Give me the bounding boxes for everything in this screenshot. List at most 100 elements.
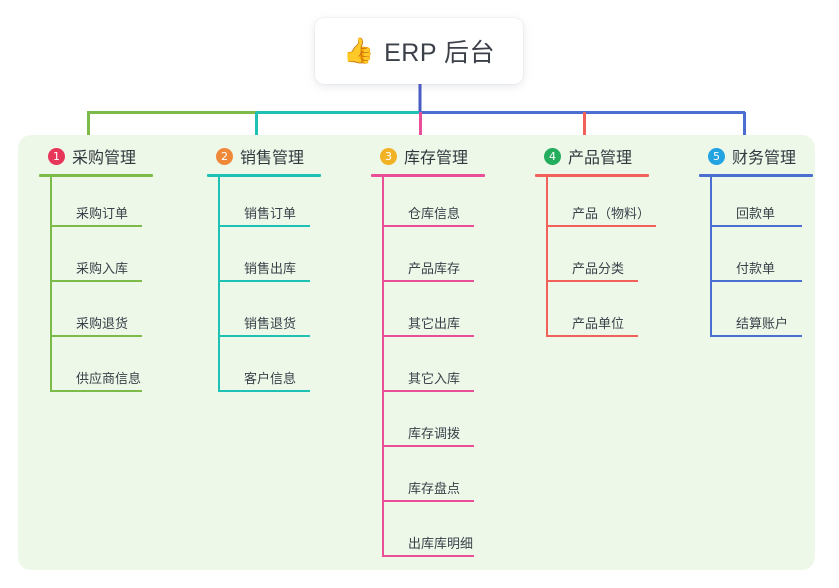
list-item-underline [546,335,638,337]
branch-column-5: 5 财务管理 回款单 付款单 结算账户 [690,143,839,342]
list-item-label: 回款单 [736,206,776,221]
list-item[interactable]: 采购退货 [50,287,190,342]
list-item-label: 销售订单 [244,206,297,221]
list-item-label: 仓库信息 [408,206,461,221]
list-item[interactable]: 采购订单 [50,177,190,232]
branch-header-4[interactable]: 4 产品管理 [526,143,686,169]
list-item-underline [382,445,474,447]
list-item-underline [382,225,474,227]
branch-items-3: 仓库信息 产品库存 其它出库 其它入库 库存调拨 库存盘点 [382,177,522,562]
branch-items-5: 回款单 付款单 结算账户 [710,177,839,342]
branch-badge-1: 1 [48,147,65,165]
list-item[interactable]: 供应商信息 [50,342,190,397]
list-item[interactable]: 付款单 [710,232,839,287]
branch-underline-5 [699,174,813,177]
branch-items-1: 采购订单 采购入库 采购退货 供应商信息 [50,177,190,397]
branch-column-2: 2 销售管理 销售订单 销售出库 销售退货 客户信息 [198,143,358,397]
branch-title-2: 销售管理 [240,150,305,167]
list-item-label: 采购订单 [76,206,129,221]
list-item-underline [710,280,802,282]
branch-column-3: 3 库存管理 仓库信息 产品库存 其它出库 其它入库 库存调拨 [362,143,522,562]
list-item[interactable]: 客户信息 [218,342,358,397]
list-item[interactable]: 产品分类 [546,232,686,287]
list-item-underline [546,280,638,282]
branch-badge-5: 5 [708,147,725,165]
list-item[interactable]: 其它出库 [382,287,522,342]
list-item[interactable]: 结算账户 [710,287,839,342]
list-item-label: 其它出库 [408,316,461,331]
branch-header-2[interactable]: 2 销售管理 [198,143,358,169]
branch-items-2: 销售订单 销售出库 销售退货 客户信息 [218,177,358,397]
list-item-label: 产品（物料） [572,206,651,221]
list-item-underline [382,555,474,557]
list-item-label: 销售出库 [244,261,297,276]
list-item-underline [50,390,142,392]
list-item-underline [50,225,142,227]
list-item-label: 产品分类 [572,261,625,276]
list-item-underline [710,335,802,337]
list-item-underline [382,500,474,502]
list-item[interactable]: 其它入库 [382,342,522,397]
thumbs-up-icon: 👍 [342,36,375,65]
branch-header-5[interactable]: 5 财务管理 [690,143,839,169]
root-node-title: ERP 后台 [384,39,496,67]
list-item-label: 库存盘点 [408,481,461,496]
branch-badge-3: 3 [380,147,397,165]
list-item-label: 付款单 [736,261,776,276]
list-item-underline [218,280,310,282]
branch-title-5: 财务管理 [732,150,797,167]
list-item[interactable]: 产品单位 [546,287,686,342]
branch-column-4: 4 产品管理 产品（物料） 产品分类 产品单位 [526,143,686,342]
list-item-label: 库存调拨 [408,426,461,441]
list-item[interactable]: 销售订单 [218,177,358,232]
list-item[interactable]: 库存盘点 [382,452,522,507]
list-item[interactable]: 采购入库 [50,232,190,287]
list-item-underline [218,335,310,337]
root-node-card[interactable]: 👍 ERP 后台 [315,18,523,84]
branch-title-3: 库存管理 [404,150,469,167]
list-item-label: 产品库存 [408,261,461,276]
list-item[interactable]: 销售出库 [218,232,358,287]
list-item-label: 客户信息 [244,371,297,386]
branch-underline-3 [371,174,485,177]
branch-trunk-4 [546,177,548,337]
branch-header-3[interactable]: 3 库存管理 [362,143,522,169]
list-item[interactable]: 销售退货 [218,287,358,342]
list-item[interactable]: 仓库信息 [382,177,522,232]
list-item-underline [218,225,310,227]
list-item-underline [382,335,474,337]
list-item-label: 销售退货 [244,316,297,331]
diagram-panel [18,135,815,570]
branch-trunk-2 [218,177,220,392]
branch-items-4: 产品（物料） 产品分类 产品单位 [546,177,686,342]
list-item-label: 采购退货 [76,316,129,331]
list-item[interactable]: 产品（物料） [546,177,686,232]
branch-trunk-5 [710,177,712,337]
list-item-underline [710,225,802,227]
branch-column-1: 1 采购管理 采购订单 采购入库 采购退货 供应商信息 [30,143,190,397]
list-item-label: 出库库明细 [408,536,474,551]
list-item-label: 采购入库 [76,261,129,276]
list-item-underline [50,280,142,282]
list-item[interactable]: 回款单 [710,177,839,232]
list-item-underline [546,225,656,227]
branch-underline-1 [39,174,153,177]
branch-badge-4: 4 [544,147,561,165]
list-item-label: 供应商信息 [76,371,142,386]
branch-trunk-1 [50,177,52,392]
list-item-underline [382,390,474,392]
list-item[interactable]: 库存调拨 [382,397,522,452]
list-item-label: 产品单位 [572,316,625,331]
branch-title-4: 产品管理 [568,150,633,167]
list-item[interactable]: 出库库明细 [382,507,522,562]
branch-header-1[interactable]: 1 采购管理 [30,143,190,169]
branch-underline-4 [535,174,649,177]
list-item-underline [382,280,474,282]
branch-title-1: 采购管理 [72,150,137,167]
list-item[interactable]: 产品库存 [382,232,522,287]
branch-badge-2: 2 [216,147,233,165]
list-item-underline [218,390,310,392]
list-item-underline [50,335,142,337]
branch-trunk-3 [382,177,384,557]
